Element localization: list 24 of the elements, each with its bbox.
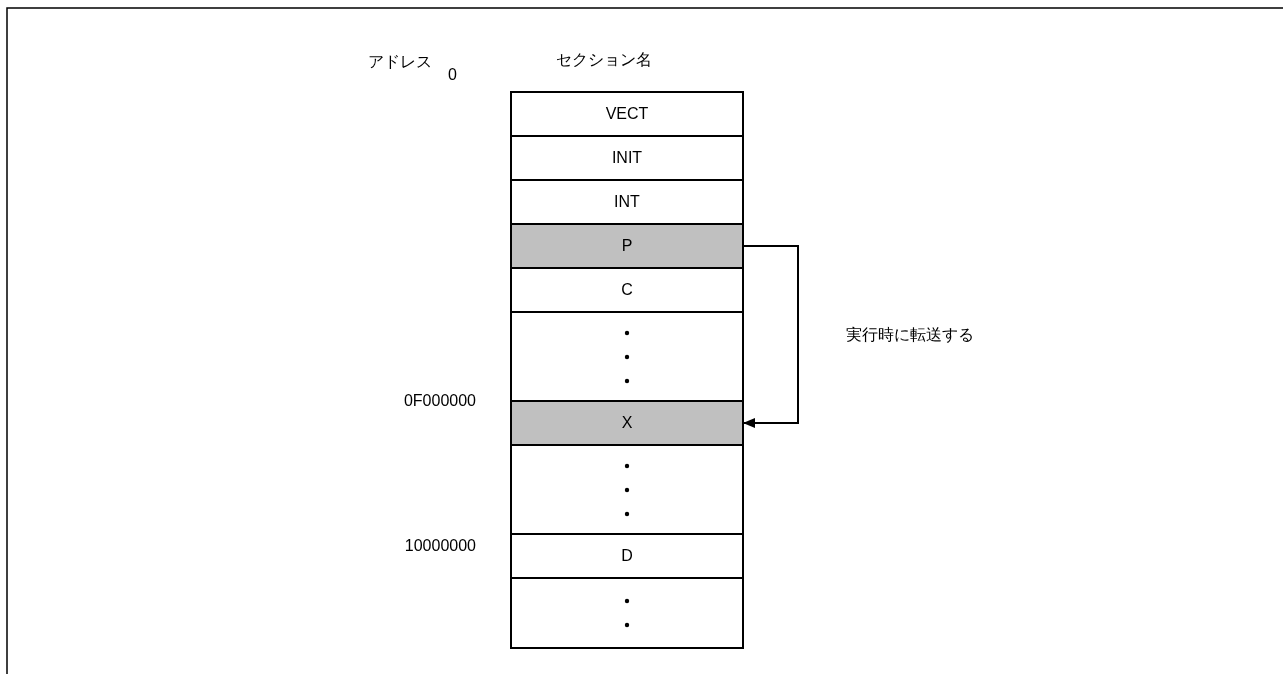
edge-label: 実行時に転送する xyxy=(846,324,974,345)
column-heading: アドレス xyxy=(368,52,432,72)
section-name: VECT xyxy=(605,105,649,123)
address-label: 0 xyxy=(448,66,457,84)
section-box xyxy=(510,533,744,579)
section-name: INT xyxy=(614,193,640,211)
section-name: C xyxy=(621,281,633,299)
section-box xyxy=(510,91,744,137)
address-label: 10000000 xyxy=(404,537,476,555)
highlighted-section-box xyxy=(510,400,744,446)
section-box xyxy=(510,577,744,649)
section-name: X xyxy=(621,414,633,432)
section-box xyxy=(510,444,744,535)
highlighted-section-box xyxy=(510,223,744,269)
section-name: D xyxy=(621,547,633,565)
section-box xyxy=(510,179,744,225)
section-box xyxy=(510,267,744,313)
column-heading: セクション名 xyxy=(556,50,652,70)
address-label: 0F000000 xyxy=(403,392,476,410)
section-box xyxy=(510,311,744,402)
section-box xyxy=(510,135,744,181)
transfer-arrow xyxy=(743,245,799,428)
section-name: P xyxy=(621,237,633,255)
section-name: INIT xyxy=(611,149,643,167)
